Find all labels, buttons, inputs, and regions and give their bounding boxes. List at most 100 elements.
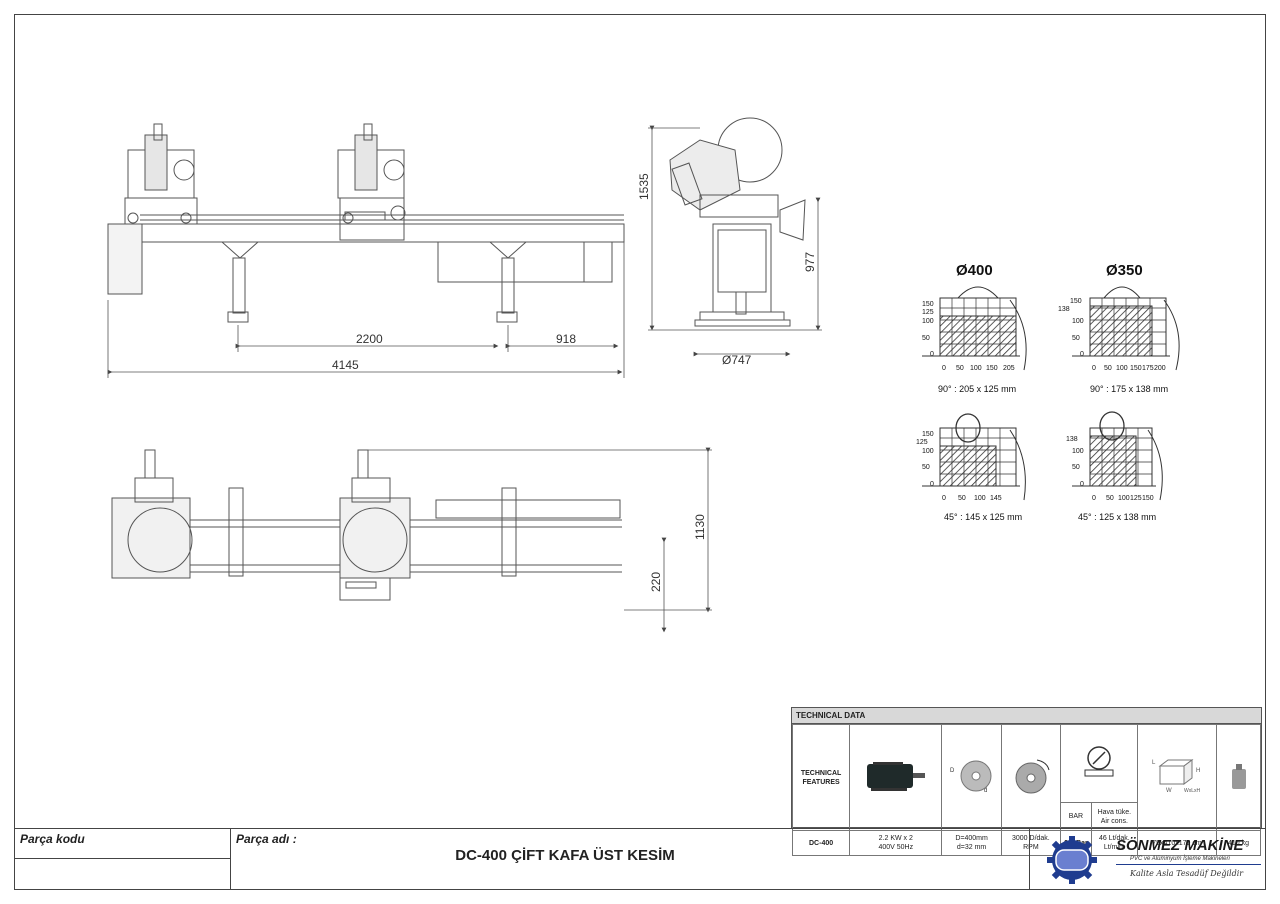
svg-text:W: W: [1166, 788, 1172, 794]
svg-text:150: 150: [922, 301, 934, 308]
company-slogan: Kalite Asla Tesadüf Değildir: [1130, 869, 1244, 878]
top-head-right: [339, 449, 411, 601]
svg-text:200: 200: [1154, 365, 1166, 372]
svg-text:125: 125: [1130, 495, 1142, 502]
title-block: Parça kodu Parça adı : DC-400 ÇİFT KAFA …: [14, 828, 1266, 890]
company-logo-block: SÖNMEZ MAKİNE PVC ve Alüminyum İşleme Ma…: [1029, 828, 1266, 890]
svg-text:150: 150: [1130, 365, 1142, 372]
svg-text:150: 150: [1070, 298, 1082, 305]
company-subtitle: PVC ve Alüminyum İşleme Makineleri: [1130, 856, 1230, 862]
dim-2200-label: 2200: [356, 332, 383, 346]
weight-cell: 410 kg: [1216, 830, 1261, 856]
model-cell: DC-400: [791, 830, 851, 856]
dim-1130-label: 1130: [693, 514, 707, 540]
cut-diagram-400-90: Ø400 150 125 100 50 0 0 50 100 150 205 9…: [922, 262, 1027, 394]
caption-90-350: 90° : 175 x 138 mm: [1090, 384, 1168, 394]
caption-45-350: 45° : 125 x 138 mm: [1078, 512, 1156, 522]
side-view: [669, 117, 806, 327]
company-name: SÖNMEZ MAKİNE: [1116, 837, 1244, 854]
blade-cell: D=400mm d=32 mm: [941, 830, 1002, 856]
svg-text:0: 0: [942, 495, 946, 502]
saw-head-right: [337, 123, 405, 199]
svg-text:145: 145: [990, 495, 1002, 502]
saw-head-left: [127, 123, 195, 199]
svg-text:50: 50: [956, 365, 964, 372]
pressure-gauge-icon: [1060, 724, 1138, 803]
svg-text:100: 100: [1116, 365, 1128, 372]
part-name-cell: Parça adı : DC-400 ÇİFT KAFA ÜST KESİM: [230, 828, 1030, 890]
dim-220-label: 220: [649, 572, 663, 592]
part-name: DC-400 ÇİFT KAFA ÜST KESİM: [455, 847, 675, 864]
dim-747-label: Ø747: [722, 353, 752, 367]
cut-diagram-350-45: 138 100 50 0 0 50 100 125 150 45° : 125 …: [1066, 411, 1163, 522]
svg-text:100: 100: [1072, 318, 1084, 325]
svg-text:50: 50: [1106, 495, 1114, 502]
technical-data-header: TECHNICAL DATA: [792, 708, 1261, 724]
svg-text:50: 50: [958, 495, 966, 502]
blade-350-title: Ø350: [1106, 262, 1143, 279]
svg-text:150: 150: [1142, 495, 1154, 502]
rpm-icon: [1000, 724, 1062, 831]
svg-text:50: 50: [922, 335, 930, 342]
cut-diagram-350-90: Ø350 150 138 100 50 0 0 50 100 150 175 2…: [1058, 262, 1180, 394]
svg-text:138: 138: [1066, 436, 1078, 443]
dim-1535-label: 1535: [637, 173, 651, 200]
caption-90-400: 90° : 205 x 125 mm: [938, 384, 1016, 394]
svg-text:50: 50: [1072, 335, 1080, 342]
side-dimensions: [648, 125, 822, 357]
svg-text:125: 125: [916, 439, 928, 446]
svg-text:150: 150: [922, 431, 934, 438]
svg-text:150: 150: [986, 365, 998, 372]
part-name-label: Parça adı :: [236, 832, 297, 846]
top-head-left: [111, 449, 193, 579]
weight-icon: [1216, 724, 1261, 831]
svg-text:0: 0: [930, 481, 934, 488]
top-dimensions: [362, 447, 712, 633]
svg-text:100: 100: [922, 318, 934, 325]
front-dimensions: [107, 242, 625, 378]
svg-text:0: 0: [942, 365, 946, 372]
svg-text:100: 100: [1118, 495, 1130, 502]
svg-text:0: 0: [930, 351, 934, 358]
svg-text:125: 125: [922, 309, 934, 316]
company-gear-logo-icon: [1047, 836, 1097, 884]
speed-cell: 3000 D/dak. RPM: [1000, 830, 1062, 856]
dim-977-label: 977: [803, 252, 817, 272]
svg-text:100: 100: [1072, 448, 1084, 455]
svg-text:H: H: [1196, 768, 1200, 774]
dimensions-box-icon: W H L WxLxH: [1136, 724, 1218, 831]
svg-text:100: 100: [922, 448, 934, 455]
svg-text:0: 0: [1080, 481, 1084, 488]
svg-text:100: 100: [970, 365, 982, 372]
svg-text:D: D: [950, 768, 955, 774]
cut-diagram-400-45: 150 125 100 50 0 0 50 100 145 45° : 145 …: [916, 413, 1026, 522]
svg-text:0: 0: [1092, 495, 1096, 502]
motor-icon: [849, 724, 943, 831]
dim-4145-label: 4145: [332, 358, 359, 372]
svg-text:WxLxH: WxLxH: [1184, 788, 1201, 794]
size-cell: 75x410x170 cm: [1136, 830, 1218, 856]
svg-text:d: d: [984, 788, 987, 794]
caption-45-400: 45° : 145 x 125 mm: [944, 512, 1022, 522]
svg-text:L: L: [1152, 760, 1156, 766]
svg-text:0: 0: [1080, 351, 1084, 358]
svg-text:50: 50: [1072, 464, 1080, 471]
bar-label: BAR: [1060, 802, 1092, 831]
svg-text:50: 50: [922, 464, 930, 471]
motor-cell: 2.2 KW x 2 400V 50Hz: [849, 830, 943, 856]
air-cell: 46 Lt/dak. Lt/min.: [1090, 830, 1138, 856]
svg-text:205: 205: [1003, 365, 1015, 372]
air-consumption-label: Hava tüke. Air cons.: [1090, 802, 1138, 831]
svg-text:100: 100: [974, 495, 986, 502]
blade-400-title: Ø400: [956, 262, 993, 279]
front-view: [107, 123, 625, 323]
svg-text:50: 50: [1104, 365, 1112, 372]
svg-text:175: 175: [1142, 365, 1154, 372]
dim-918-label: 918: [556, 332, 576, 346]
svg-text:0: 0: [1092, 365, 1096, 372]
svg-text:138: 138: [1058, 306, 1070, 313]
technical-features-label: TECHNICAL FEATURES: [791, 724, 851, 831]
top-view: [111, 449, 622, 601]
